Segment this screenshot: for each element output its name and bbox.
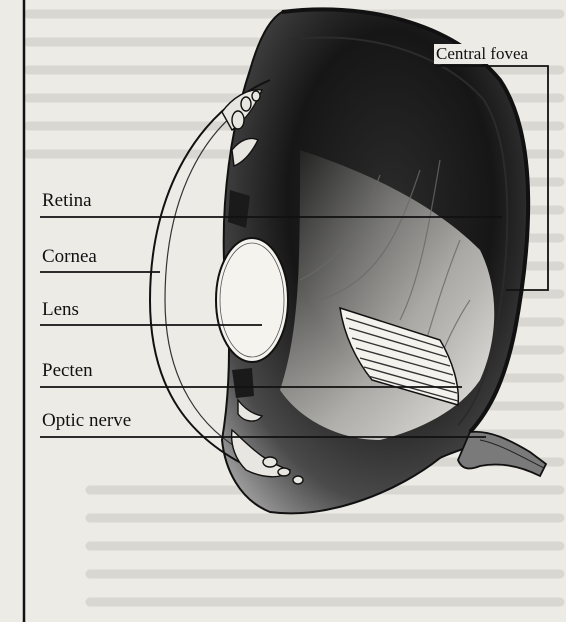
label-lens: Lens xyxy=(40,299,81,321)
label-cornea: Cornea xyxy=(40,246,99,268)
lens-shape xyxy=(216,238,288,362)
label-central-fovea: Central fovea xyxy=(434,44,530,64)
label-retina: Retina xyxy=(40,190,94,212)
label-pecten: Pecten xyxy=(40,360,95,382)
label-optic-nerve: Optic nerve xyxy=(40,410,133,432)
